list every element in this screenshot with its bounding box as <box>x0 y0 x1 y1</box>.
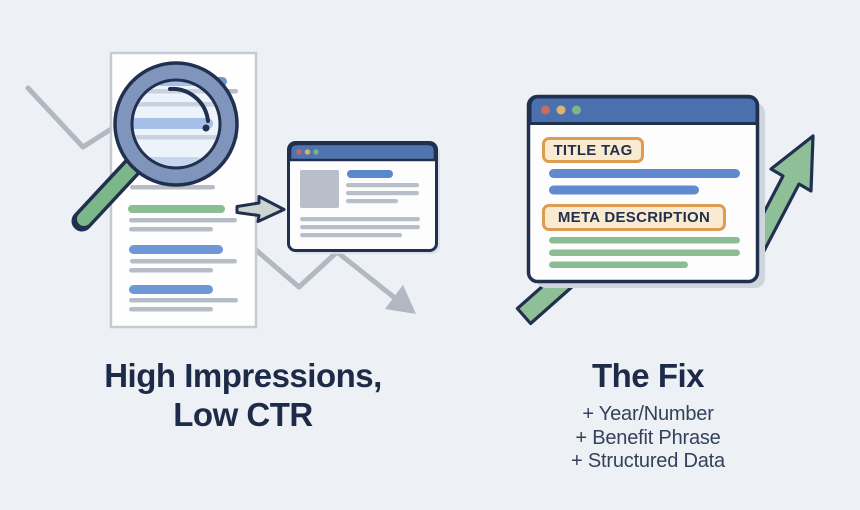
meta-description-lines <box>549 237 740 268</box>
serp-preview-window <box>287 141 440 254</box>
fix-item: + Year/Number <box>582 403 714 425</box>
dot-green-icon <box>572 105 581 115</box>
dot-yellow-icon <box>304 149 311 155</box>
magnifier-handle <box>77 156 143 226</box>
window-control-dots <box>296 149 319 155</box>
dot-green-icon <box>313 149 319 155</box>
snippet-window-titlebar <box>528 95 759 125</box>
serp-window-titlebar <box>288 142 437 162</box>
left-heading-line2: Low CTR <box>173 396 313 433</box>
dot-red-icon <box>296 149 302 155</box>
left-heading: High Impressions, Low CTR <box>58 356 428 434</box>
meta-description-label: META DESCRIPTION <box>542 204 726 231</box>
title-tag-lines <box>549 169 740 195</box>
lens-shine-dot <box>202 124 210 132</box>
window-control-dots <box>541 105 581 115</box>
magnifier-icon <box>71 61 239 232</box>
right-panel-text: The Fix + Year/Number + Benefit Phrase +… <box>533 356 763 474</box>
right-heading: The Fix <box>591 357 705 394</box>
dot-yellow-icon <box>556 105 566 115</box>
transfer-arrow-icon <box>235 195 286 223</box>
serp-window-content <box>300 170 420 238</box>
optimized-snippet-window <box>526 94 765 288</box>
dot-red-icon <box>541 105 550 115</box>
trend-arrowhead <box>385 285 416 314</box>
magnifier-rim <box>115 63 237 185</box>
lens-shine-arc <box>168 86 210 123</box>
serp-window-body <box>287 141 438 252</box>
fix-item: + Benefit Phrase <box>575 426 721 449</box>
fix-list: + Year/Number + Benefit Phrase + Structu… <box>533 403 763 474</box>
fix-item: + Structured Data <box>571 450 725 472</box>
title-tag-label: TITLE TAG <box>542 137 644 163</box>
left-heading-line1: High Impressions, <box>104 357 382 394</box>
thumbnail-placeholder <box>300 170 339 208</box>
